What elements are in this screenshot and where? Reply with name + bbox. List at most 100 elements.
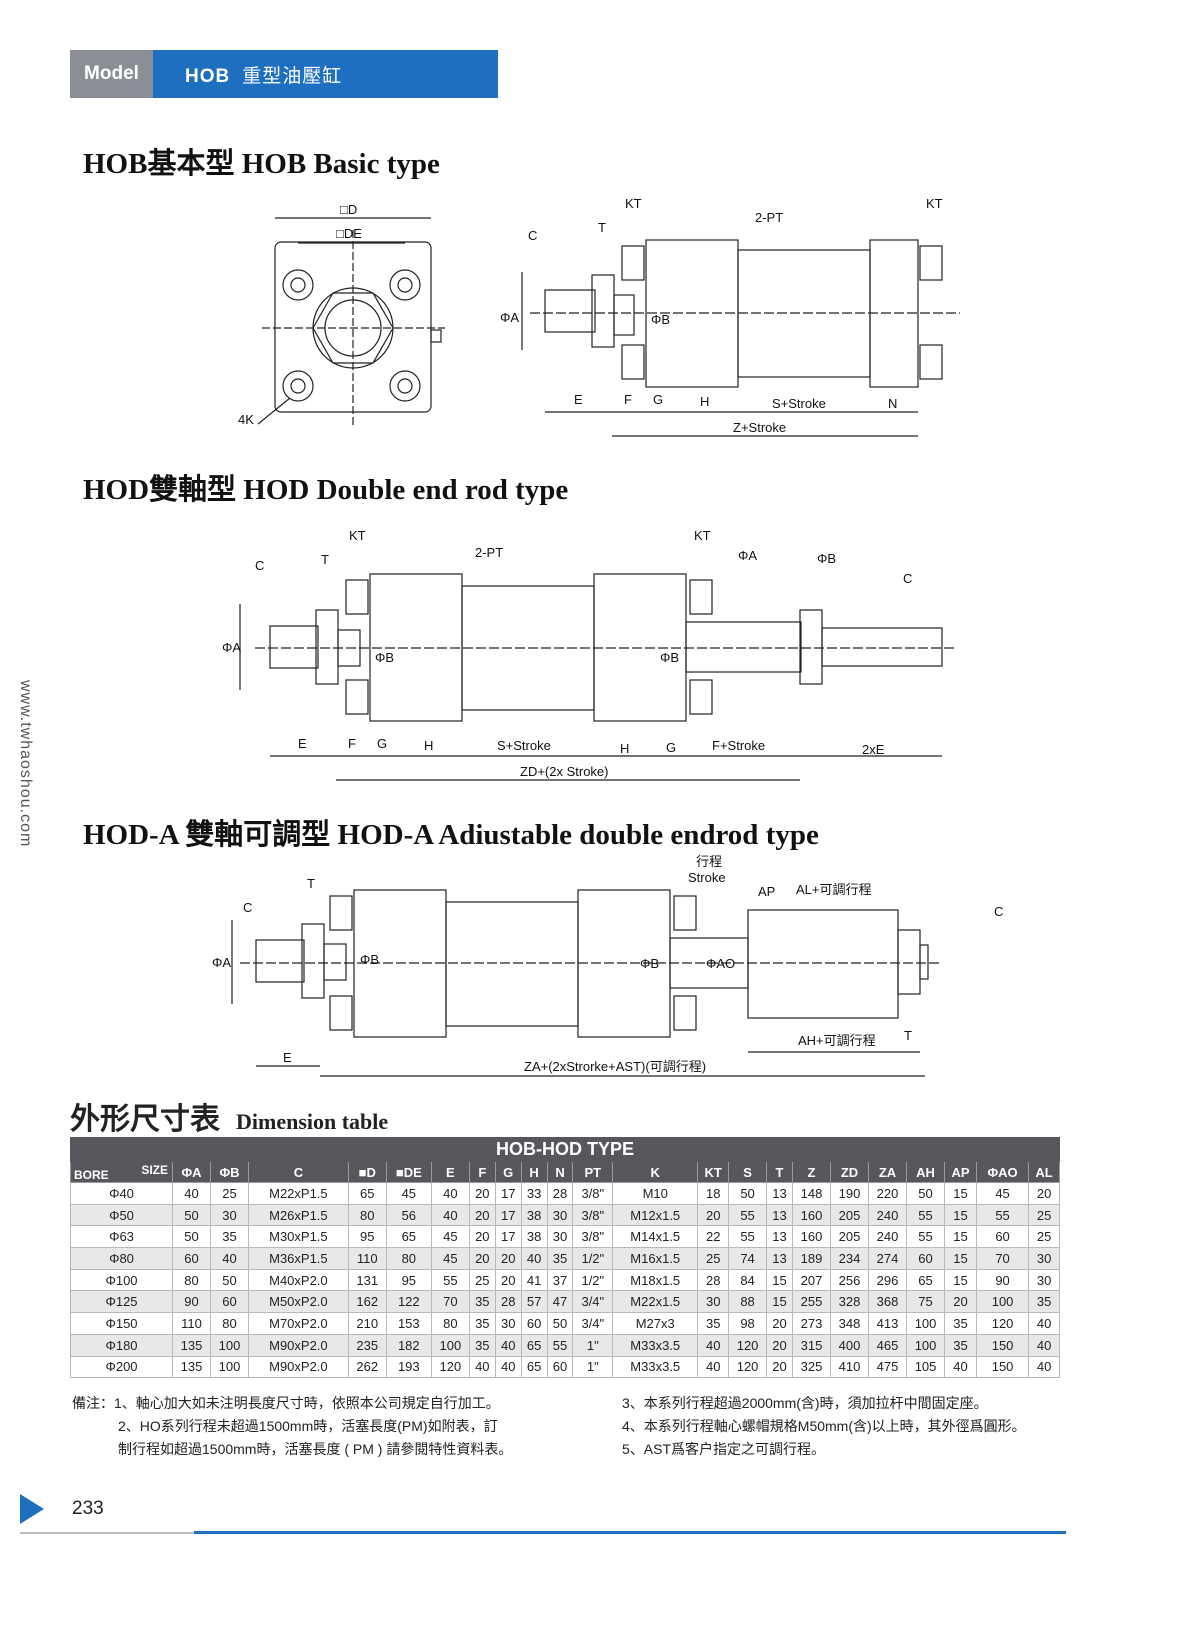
- table-cell: 30: [1028, 1247, 1060, 1270]
- table-cell: 153: [385, 1312, 432, 1335]
- table-cell: M90xP2.0: [248, 1355, 349, 1379]
- table-cell: 30: [1028, 1268, 1060, 1292]
- table-cell: 17: [494, 1203, 522, 1227]
- table-cell: 189: [791, 1247, 832, 1270]
- label-kt: KT: [349, 528, 366, 543]
- label-c: C: [528, 228, 537, 243]
- table-cell: 110: [347, 1247, 387, 1270]
- table-cell: M22x1.5: [612, 1290, 699, 1314]
- bore-cell: Φ180: [70, 1333, 173, 1357]
- column-header: G: [494, 1161, 522, 1183]
- label-4k: 4K: [238, 412, 254, 427]
- label-g: G: [377, 736, 387, 751]
- table-cell: 160: [791, 1225, 832, 1249]
- table-cell: 65: [520, 1355, 548, 1379]
- label-kt: KT: [694, 528, 711, 543]
- table-cell: 35: [468, 1312, 496, 1335]
- table-cell: 65: [906, 1268, 946, 1292]
- label-h: H: [700, 394, 709, 409]
- table-cell: 20: [494, 1247, 522, 1270]
- table-cell: M27x3: [612, 1312, 699, 1335]
- table-cell: 240: [868, 1203, 908, 1227]
- column-header: ZD: [829, 1161, 870, 1183]
- table-cell: 50: [171, 1203, 212, 1227]
- table-cell: 325: [791, 1355, 832, 1379]
- label-e: E: [283, 1050, 292, 1065]
- table-cell: 50: [906, 1182, 946, 1205]
- table-cell: 13: [766, 1203, 793, 1227]
- table-cell: 20: [766, 1333, 793, 1357]
- table-cell: 60: [546, 1355, 574, 1379]
- notes-left: 備注：1、軸心加大如未注明長度尺寸時，依照本公司規定自行加工。 2、HO系列行程…: [72, 1392, 512, 1461]
- table-cell: 3/8": [572, 1182, 614, 1205]
- table-cell: 37: [546, 1268, 574, 1292]
- table-cell: 45: [385, 1182, 432, 1205]
- table-cell: 65: [520, 1333, 548, 1357]
- table-cell: 40: [430, 1203, 470, 1227]
- table-cell: 80: [347, 1203, 387, 1227]
- label-ao: ΦAO: [706, 956, 735, 971]
- table-cell: 25: [1028, 1203, 1060, 1227]
- table-cell: 105: [906, 1355, 946, 1379]
- table-cell: M33x3.5: [612, 1333, 699, 1357]
- table-cell: 35: [1028, 1290, 1060, 1314]
- table-cell: 60: [520, 1312, 548, 1335]
- table-cell: M50xP2.0: [248, 1290, 349, 1314]
- column-header: ΦAO: [975, 1161, 1030, 1183]
- table-cell: 100: [906, 1333, 946, 1357]
- table-cell: 190: [829, 1182, 870, 1205]
- table-cell: 55: [546, 1333, 574, 1357]
- note-5: 5、AST爲客户指定之可調行程。: [622, 1441, 826, 1457]
- label-g: G: [666, 740, 676, 755]
- label-t: T: [598, 220, 606, 235]
- table-cell: 70: [430, 1290, 470, 1314]
- note-1: 備注：1、軸心加大如未注明長度尺寸時，依照本公司規定自行加工。: [72, 1395, 500, 1411]
- label-f: F: [624, 392, 632, 407]
- table-cell: 50: [728, 1182, 768, 1205]
- table-cell: 74: [728, 1247, 768, 1270]
- table-cell: 20: [697, 1203, 730, 1227]
- table-cell: 40: [210, 1247, 250, 1270]
- label-t: T: [904, 1028, 912, 1043]
- table-cell: 160: [791, 1203, 832, 1227]
- table-cell: 50: [546, 1312, 574, 1335]
- table-title-en: Dimension table: [236, 1109, 389, 1134]
- table-cell: 40: [494, 1355, 522, 1379]
- table-cell: 56: [385, 1203, 432, 1227]
- table-cell: 40: [520, 1247, 548, 1270]
- table-cell: 84: [728, 1268, 768, 1292]
- table-cell: 410: [829, 1355, 870, 1379]
- table-cell: 15: [766, 1268, 793, 1292]
- table-cell: 15: [944, 1182, 977, 1205]
- table-cell: 40: [697, 1333, 730, 1357]
- table-cell: 35: [468, 1290, 496, 1314]
- table-cell: 15: [944, 1203, 977, 1227]
- table-cell: 20: [766, 1355, 793, 1379]
- table-cell: 256: [829, 1268, 870, 1292]
- table-cell: 30: [697, 1290, 730, 1314]
- table-cell: 193: [385, 1355, 432, 1379]
- table-cell: 262: [347, 1355, 387, 1379]
- table-cell: M30xP1.5: [248, 1225, 349, 1249]
- table-cell: 20: [468, 1182, 496, 1205]
- table-cell: 400: [829, 1333, 870, 1357]
- footer-divider: [20, 1532, 194, 1534]
- table-cell: 30: [546, 1203, 574, 1227]
- table-cell: 110: [171, 1312, 212, 1335]
- table-cell: 80: [385, 1247, 432, 1270]
- table-cell: 80: [210, 1312, 250, 1335]
- table-cell: 20: [1028, 1182, 1060, 1205]
- table-cell: 150: [975, 1333, 1030, 1357]
- label-b: ΦB: [375, 650, 394, 665]
- table-cell: M14x1.5: [612, 1225, 699, 1249]
- table-cell: 240: [868, 1225, 908, 1249]
- table-cell: 30: [546, 1225, 574, 1249]
- bore-label: BORE: [74, 1168, 109, 1182]
- table-cell: 13: [766, 1182, 793, 1205]
